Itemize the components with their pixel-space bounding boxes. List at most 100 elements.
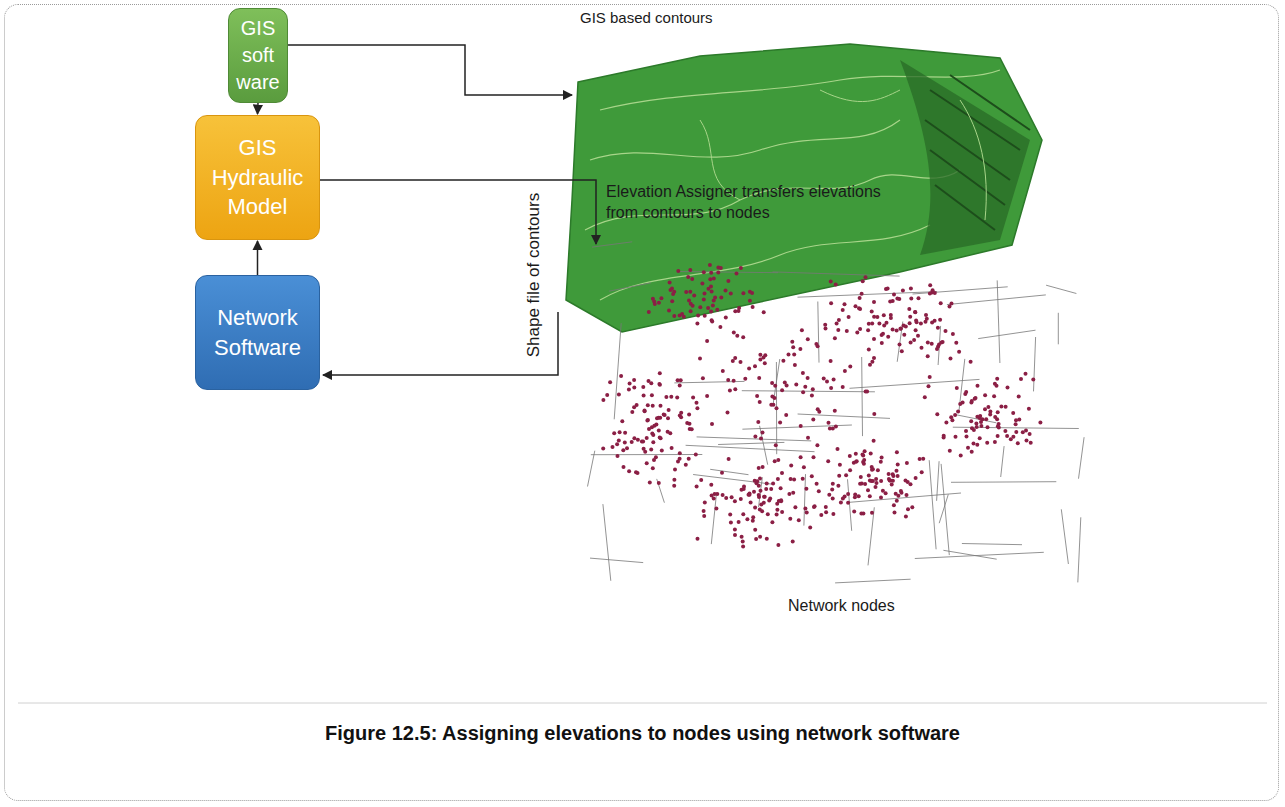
- network-node-dot: [625, 446, 629, 450]
- network-node-dot: [837, 474, 841, 478]
- network-node-dot: [956, 410, 960, 414]
- network-node-dot: [676, 269, 680, 273]
- network-node-dot: [872, 439, 876, 443]
- network-node-dot: [855, 459, 859, 463]
- network-node-dot: [643, 408, 647, 412]
- network-node-dot: [652, 424, 656, 428]
- network-node-dot: [647, 310, 651, 314]
- network-node-dot: [691, 396, 695, 400]
- network-node-dot: [984, 417, 988, 421]
- network-node-dot: [757, 484, 761, 488]
- network-node-dot: [881, 489, 885, 493]
- network-node-dot: [680, 312, 684, 316]
- network-node-dot: [660, 449, 664, 453]
- network-node-dot: [657, 301, 661, 305]
- network-node-dot: [755, 479, 759, 483]
- network-node-dot: [881, 332, 885, 336]
- network-node-dot: [859, 512, 863, 516]
- network-node-dot: [798, 347, 802, 351]
- network-node-dot: [729, 521, 733, 525]
- network-node-dot: [843, 495, 847, 499]
- network-node-dot: [905, 493, 909, 497]
- network-node-dot: [910, 505, 914, 509]
- network-node-dot: [966, 446, 970, 450]
- network-node-dot: [1025, 439, 1029, 443]
- network-node-dot: [791, 491, 795, 495]
- network-node-dot: [701, 376, 705, 380]
- network-node-dot: [935, 412, 939, 416]
- network-node-dot: [978, 414, 982, 418]
- network-node-dot: [995, 377, 999, 381]
- network-node-dot: [1005, 434, 1009, 438]
- network-node-dot: [877, 322, 881, 326]
- network-node-dot: [667, 309, 671, 313]
- network-node-dot: [874, 485, 878, 489]
- network-node-dot: [748, 493, 752, 497]
- network-node-dot: [686, 275, 690, 279]
- network-node-dot: [1006, 385, 1010, 389]
- network-node-dot: [762, 495, 766, 499]
- network-node-dot: [678, 414, 682, 418]
- network-node-dot: [774, 443, 778, 447]
- network-node-dot: [719, 295, 723, 299]
- network-node-dot: [862, 458, 866, 462]
- network-node-dot: [831, 482, 835, 486]
- network-node-dot: [909, 482, 913, 486]
- network-node-dot: [846, 492, 850, 496]
- network-node-dot: [741, 544, 745, 548]
- network-node-dot: [801, 477, 805, 481]
- network-node-dot: [773, 459, 777, 463]
- network-node-dot: [623, 440, 627, 444]
- network-node-dot: [870, 310, 874, 314]
- network-node-dot: [684, 463, 688, 467]
- network-node-dot: [793, 505, 797, 509]
- network-node-dot: [776, 477, 780, 481]
- network-node-dot: [844, 473, 848, 477]
- network-node-dot: [731, 359, 735, 363]
- network-node-dot: [833, 336, 837, 340]
- network-node-dot: [830, 488, 834, 492]
- pipe-line: [1034, 337, 1036, 391]
- network-node-dot: [1038, 420, 1042, 424]
- network-node-dot: [716, 270, 720, 274]
- network-node-dot: [648, 480, 652, 484]
- network-node-dot: [749, 500, 753, 504]
- network-node-dot: [879, 460, 883, 464]
- network-node-dot: [824, 327, 828, 331]
- network-node-dot: [953, 413, 957, 417]
- network-node-dot: [793, 363, 797, 367]
- network-node-dot: [926, 354, 930, 358]
- network-node-dot: [944, 420, 948, 424]
- pipe-line: [962, 544, 1022, 545]
- network-node-dot: [692, 294, 696, 298]
- network-node-dot: [667, 408, 671, 412]
- network-node-dot: [898, 327, 902, 331]
- network-node-dot: [836, 447, 840, 451]
- network-node-dot: [695, 401, 699, 405]
- network-node-dot: [636, 471, 640, 475]
- network-node-dot: [601, 447, 605, 451]
- network-node-dot: [632, 436, 636, 440]
- network-node-dot: [868, 363, 872, 367]
- network-node-dot: [623, 431, 627, 435]
- network-node-dot: [784, 413, 788, 417]
- network-node-dot: [913, 310, 917, 314]
- pipe-line: [592, 242, 632, 247]
- network-node-dot: [658, 383, 662, 387]
- network-node-dot: [605, 393, 609, 397]
- network-node-dot: [985, 441, 989, 445]
- network-node-dot: [754, 537, 758, 541]
- network-node-dot: [1014, 430, 1018, 434]
- network-node-dot: [696, 537, 700, 541]
- network-node-dot: [832, 378, 836, 382]
- network-node-dot: [695, 406, 699, 410]
- network-node-dot: [895, 499, 899, 503]
- annotation-label: GIS based contours: [580, 8, 780, 28]
- network-node-dot: [904, 479, 908, 483]
- network-node-dot: [838, 463, 842, 467]
- network-node-dot: [902, 333, 906, 337]
- network-node-dot: [756, 420, 760, 424]
- pipe-line: [657, 479, 665, 503]
- pipe-line: [943, 550, 996, 559]
- network-node-dot: [923, 395, 927, 399]
